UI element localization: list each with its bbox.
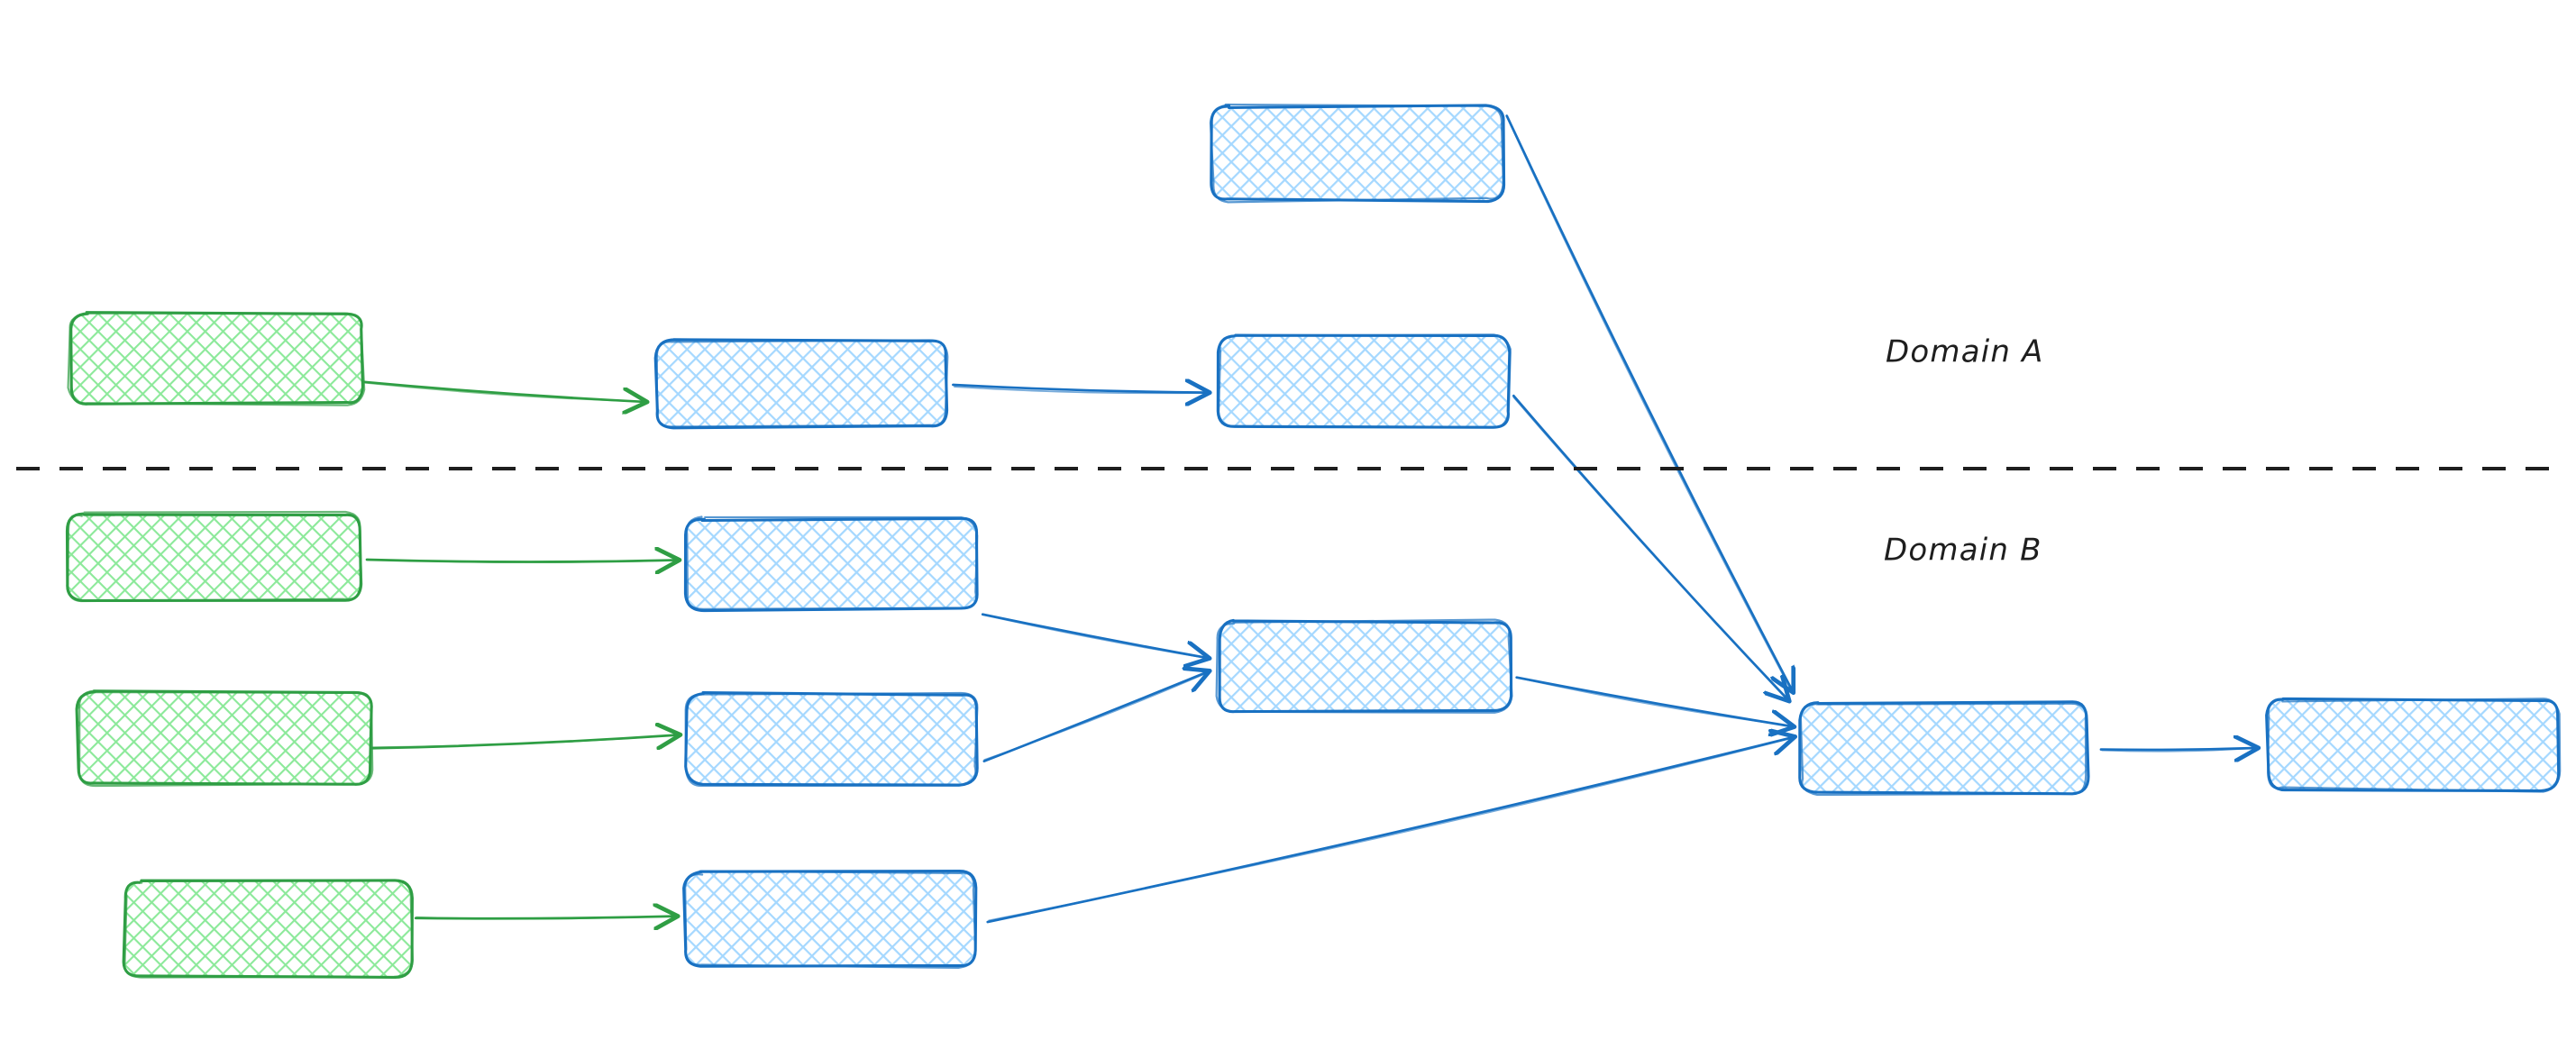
node-blue-b-sink[interactable] xyxy=(1798,700,2090,797)
node-blue-b1-fill xyxy=(687,519,977,609)
node-green-a1-outline xyxy=(67,312,366,406)
node-green-b3-fill xyxy=(124,881,411,977)
edge-b-proc3-to-b-sink1-stroke xyxy=(986,737,1794,924)
node-blue-b3-fill xyxy=(685,872,975,966)
node-blue-b3[interactable] xyxy=(682,870,978,970)
node-blue-a1[interactable] xyxy=(653,338,949,430)
node-blue-a1-fill xyxy=(656,341,946,427)
node-blue-b-sink-outline xyxy=(1799,702,2087,797)
node-green-b3-outline xyxy=(123,879,415,979)
node-blue-b-out-fill xyxy=(2268,699,2558,789)
edge-b-mid1-to-b-sink1-stroke xyxy=(1515,676,1793,727)
node-green-b1-outline xyxy=(67,510,363,603)
node-blue-b-mid-outline xyxy=(1215,618,1513,714)
node-blue-a2[interactable] xyxy=(1216,333,1512,429)
nodes-layer xyxy=(65,103,2562,979)
node-blue-a2-outline xyxy=(1217,333,1512,429)
edge-b-proc3-to-b-sink1-stroke xyxy=(988,736,1795,922)
node-blue-a-top-outline xyxy=(1209,103,1504,204)
node-blue-b3-outline xyxy=(684,870,977,970)
edge-a-top1-to-b-sink1[interactable] xyxy=(1505,114,1793,692)
node-blue-a-top[interactable] xyxy=(1209,103,1506,204)
edge-a-src1-to-a-proc1[interactable] xyxy=(362,380,646,403)
node-blue-a2-fill xyxy=(1219,335,1509,427)
node-blue-b-out[interactable] xyxy=(2265,697,2562,793)
node-blue-b-sink-fill xyxy=(1801,703,2087,793)
node-green-b3[interactable] xyxy=(122,879,415,979)
edge-a-proc2-to-b-sink1-stroke xyxy=(1512,394,1787,699)
edge-b-src1-to-b-proc1-stroke xyxy=(365,558,680,564)
node-green-b2[interactable] xyxy=(75,689,374,788)
edges-layer xyxy=(362,114,2258,924)
edge-a-proc2-to-b-sink1-stroke xyxy=(1512,396,1789,700)
node-green-b1[interactable] xyxy=(65,510,363,603)
edge-b-mid1-to-b-sink1-stroke xyxy=(1515,676,1793,726)
domain-b-label: Domain B xyxy=(1884,533,2042,569)
edge-b-mid1-to-b-sink1[interactable] xyxy=(1515,676,1793,727)
node-green-a1[interactable] xyxy=(67,311,366,406)
edge-b-proc1-to-b-mid1[interactable] xyxy=(981,613,1209,660)
node-blue-b-out-outline xyxy=(2267,698,2562,793)
edge-b-sink1-to-b-sink2[interactable] xyxy=(2099,746,2258,753)
edge-b-src1-to-b-proc1[interactable] xyxy=(365,558,680,564)
node-blue-b2[interactable] xyxy=(684,691,979,788)
node-blue-b-mid-fill xyxy=(1219,622,1511,712)
edge-b-proc1-to-b-mid1-stroke xyxy=(981,613,1208,658)
edge-a-proc1-to-a-proc2-stroke xyxy=(954,386,1209,395)
edge-a-top1-to-b-sink1-stroke xyxy=(1505,114,1793,690)
edge-b-src3-to-b-proc3[interactable] xyxy=(414,915,677,920)
edge-b-proc1-to-b-mid1-stroke xyxy=(982,614,1209,660)
node-green-b2-outline xyxy=(78,689,374,788)
node-green-a1-fill xyxy=(70,314,362,404)
node-blue-b2-fill xyxy=(687,694,977,784)
edge-b-proc3-to-b-sink1[interactable] xyxy=(986,736,1795,924)
node-blue-b2-outline xyxy=(684,691,979,788)
node-blue-b1-outline xyxy=(685,515,979,610)
edge-a-proc1-to-a-proc2-stroke xyxy=(952,385,1207,393)
edge-b-proc2-to-b-mid1[interactable] xyxy=(982,671,1210,762)
edge-a-src1-to-a-proc1-stroke xyxy=(362,381,646,403)
node-blue-b1[interactable] xyxy=(683,515,979,613)
edge-b-proc2-to-b-mid1-stroke xyxy=(983,671,1210,761)
edge-b-src2-to-b-proc2[interactable] xyxy=(371,734,679,748)
node-green-b2-fill xyxy=(78,692,371,784)
node-blue-b-mid[interactable] xyxy=(1215,618,1513,714)
domain-a-label: Domain A xyxy=(1886,334,2044,370)
edge-a-proc2-to-b-sink1[interactable] xyxy=(1512,394,1789,700)
node-blue-a1-outline xyxy=(655,339,949,428)
node-green-b1-fill xyxy=(67,514,361,600)
node-blue-a-top-fill xyxy=(1211,106,1503,200)
edge-a-src1-to-a-proc1-stroke xyxy=(362,380,645,402)
edge-a-top1-to-b-sink1-stroke xyxy=(1505,115,1793,692)
edge-b-src3-to-b-proc3-stroke xyxy=(416,915,677,920)
edge-a-proc1-to-a-proc2[interactable] xyxy=(952,385,1209,395)
edge-b-src2-to-b-proc2-stroke xyxy=(371,734,679,748)
edge-b-sink1-to-b-sink2-stroke xyxy=(2101,746,2258,753)
